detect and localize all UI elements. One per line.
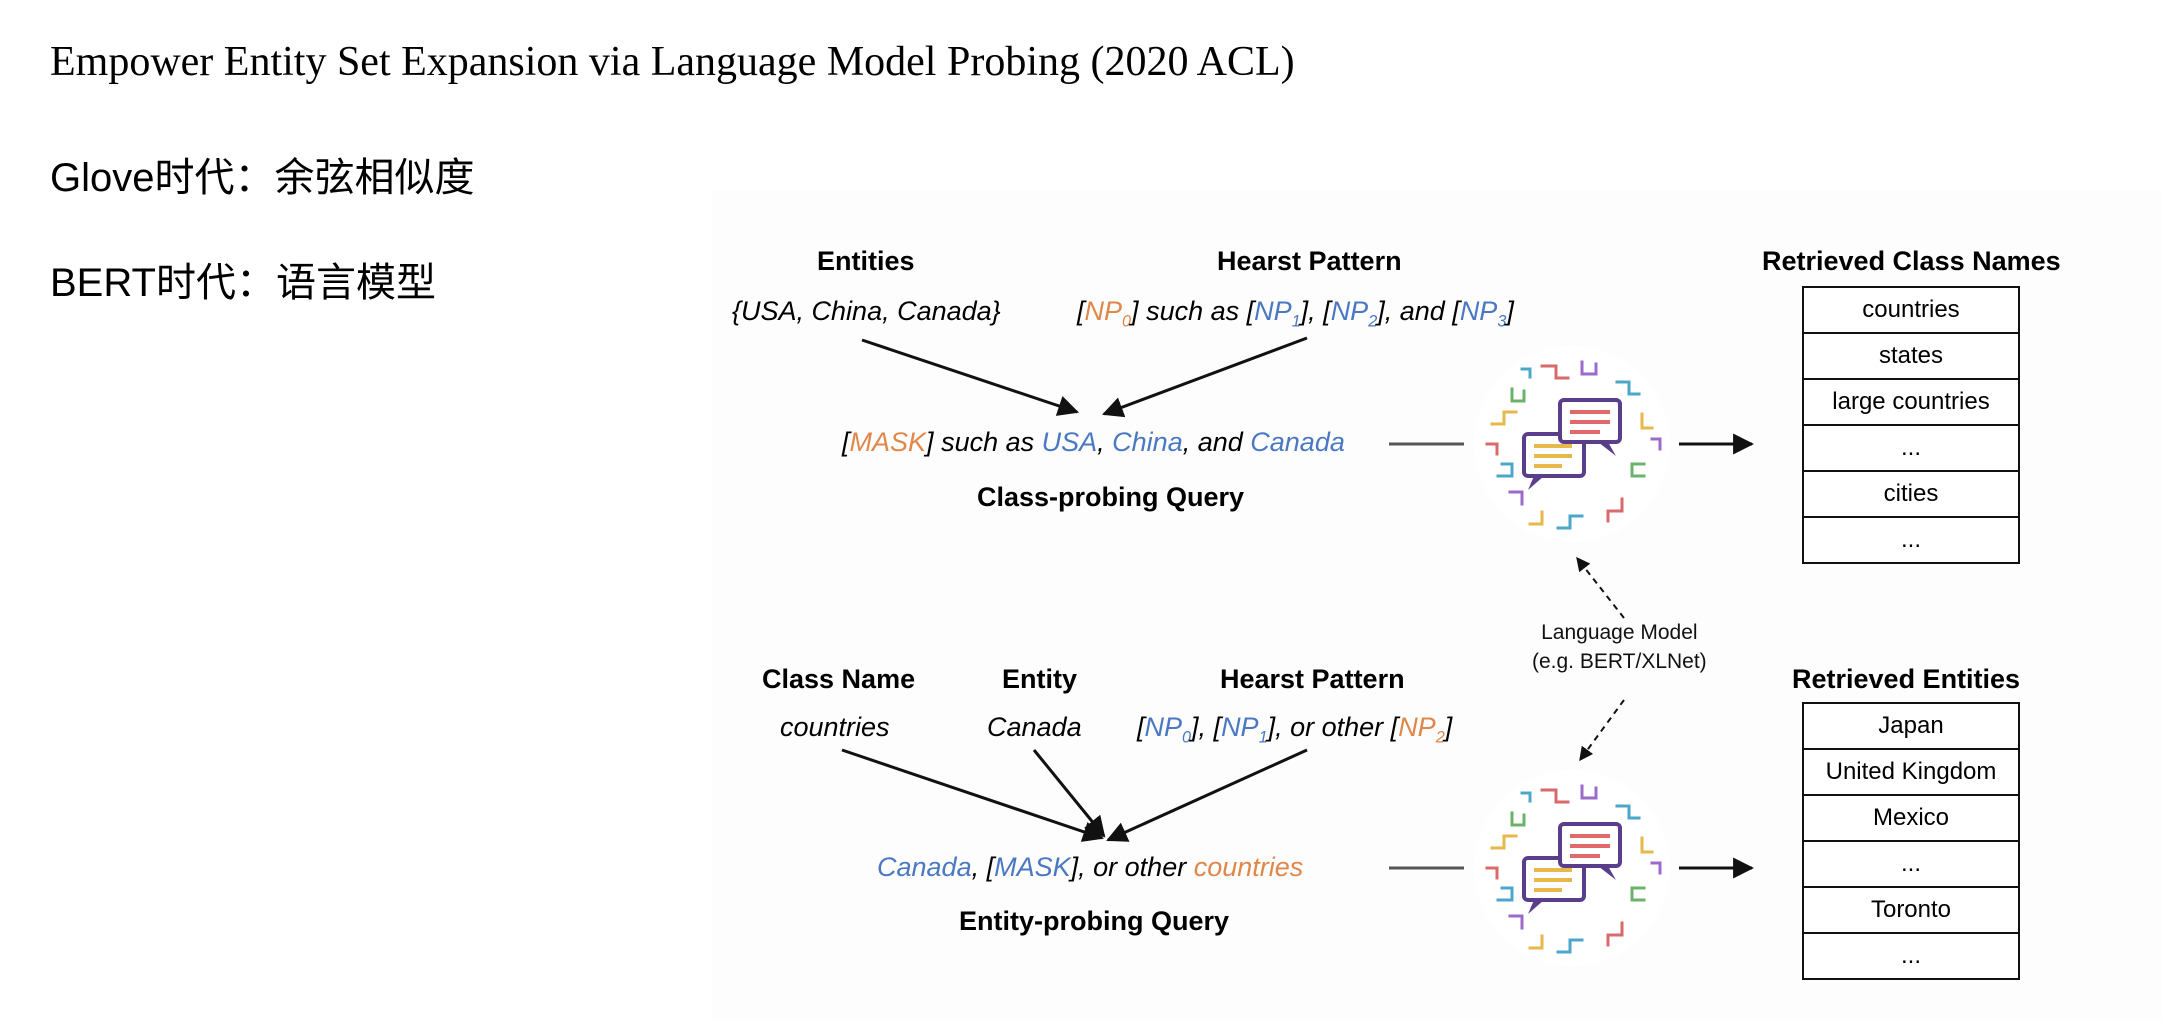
table-row: ... — [1804, 426, 2018, 472]
retrieved-class-names-table: countries states large countries ... cit… — [1802, 286, 2020, 564]
glove-era-line: Glove时代：余弦相似度 — [50, 156, 475, 200]
entities-header: Entities — [817, 246, 915, 276]
arrow-entities-to-query — [861, 338, 1079, 416]
dashed-arrow-down — [1579, 699, 1625, 762]
table-row: cities — [1804, 472, 2018, 518]
table-row: ... — [1900, 942, 1921, 969]
class-name-header: Class Name — [762, 664, 916, 694]
table-row: Mexico — [1804, 796, 2018, 842]
language-model-icon-bottom — [1474, 770, 1670, 966]
arrow-classname-to-query — [841, 748, 1104, 842]
table-row: states — [1804, 334, 2018, 380]
entity-probing-query-text: Canada, [MASK], or other countries — [877, 852, 1304, 882]
slide-title: Empower Entity Set Expansion via Languag… — [50, 39, 1295, 85]
class-probing-query-text: [MASK] such as USA, China, and Canada — [842, 427, 1345, 457]
bert-era-line: BERT时代：语言模型 — [50, 261, 436, 305]
language-model-name: Language Model — [1541, 621, 1698, 644]
table-row: countries — [1804, 288, 2018, 334]
language-model-icon-top — [1474, 346, 1670, 542]
language-model-label: Language Model (e.g. BERT/XLNet) — [1532, 618, 1707, 677]
table-row: United Kingdom — [1804, 750, 2018, 796]
arrow-hearst-to-query — [1102, 336, 1308, 418]
figure-diagram: Entities {USA, China, Canada} Hearst Pat… — [712, 190, 2162, 1020]
hearst-pattern-top: [NP0] such as [NP1], [NP2], and [NP3] — [1077, 296, 1514, 331]
table-row: large countries — [1804, 380, 2018, 426]
table-row: Japan — [1804, 704, 2018, 750]
table-row: ... — [1900, 526, 1921, 553]
entity-value: Canada — [987, 712, 1082, 742]
retrieved-class-names-header: Retrieved Class Names — [1762, 246, 2061, 276]
dashed-arrow-up — [1576, 556, 1625, 619]
retrieved-entities-table: Japan United Kingdom Mexico ... Toronto … — [1802, 702, 2020, 980]
language-model-example: (e.g. BERT/XLNet) — [1532, 650, 1707, 674]
entities-value: {USA, China, Canada} — [732, 296, 1001, 326]
table-row: ... — [1804, 842, 2018, 888]
class-name-value: countries — [780, 712, 890, 742]
class-probing-query-label: Class-probing Query — [977, 482, 1245, 512]
arrow-hearst2-to-query — [1106, 748, 1308, 842]
hearst-pattern-header-top: Hearst Pattern — [1217, 246, 1402, 276]
arrows-layer — [841, 336, 1755, 966]
entity-header: Entity — [1002, 664, 1078, 694]
hearst-pattern-header-bottom: Hearst Pattern — [1220, 664, 1405, 694]
entity-probing-query-label: Entity-probing Query — [959, 906, 1229, 936]
table-row: Toronto — [1804, 888, 2018, 934]
arrow-entity-to-query — [1032, 749, 1106, 838]
hearst-pattern-bottom: [NP0], [NP1], or other [NP2] — [1137, 712, 1453, 747]
retrieved-entities-header: Retrieved Entities — [1792, 664, 2021, 694]
